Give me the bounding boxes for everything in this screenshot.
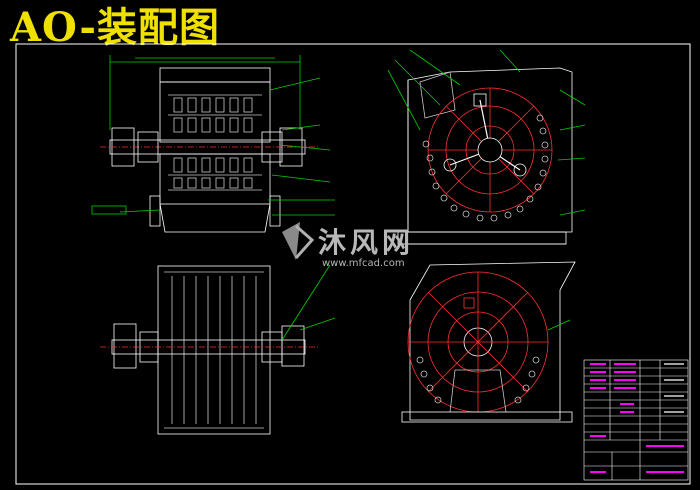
front-section-view [91, 55, 335, 233]
brand-logo-icon [282, 222, 315, 260]
side-section-view [387, 49, 586, 245]
watermark-url: www.mfcad.com [322, 258, 405, 269]
watermark-brand: 沐风网 [318, 226, 414, 259]
side-view-2 [401, 261, 576, 423]
title-block [583, 359, 689, 481]
top-view [100, 264, 336, 435]
sheet-border [15, 43, 691, 485]
drawing-title: AO-装配图 [10, 4, 220, 51]
